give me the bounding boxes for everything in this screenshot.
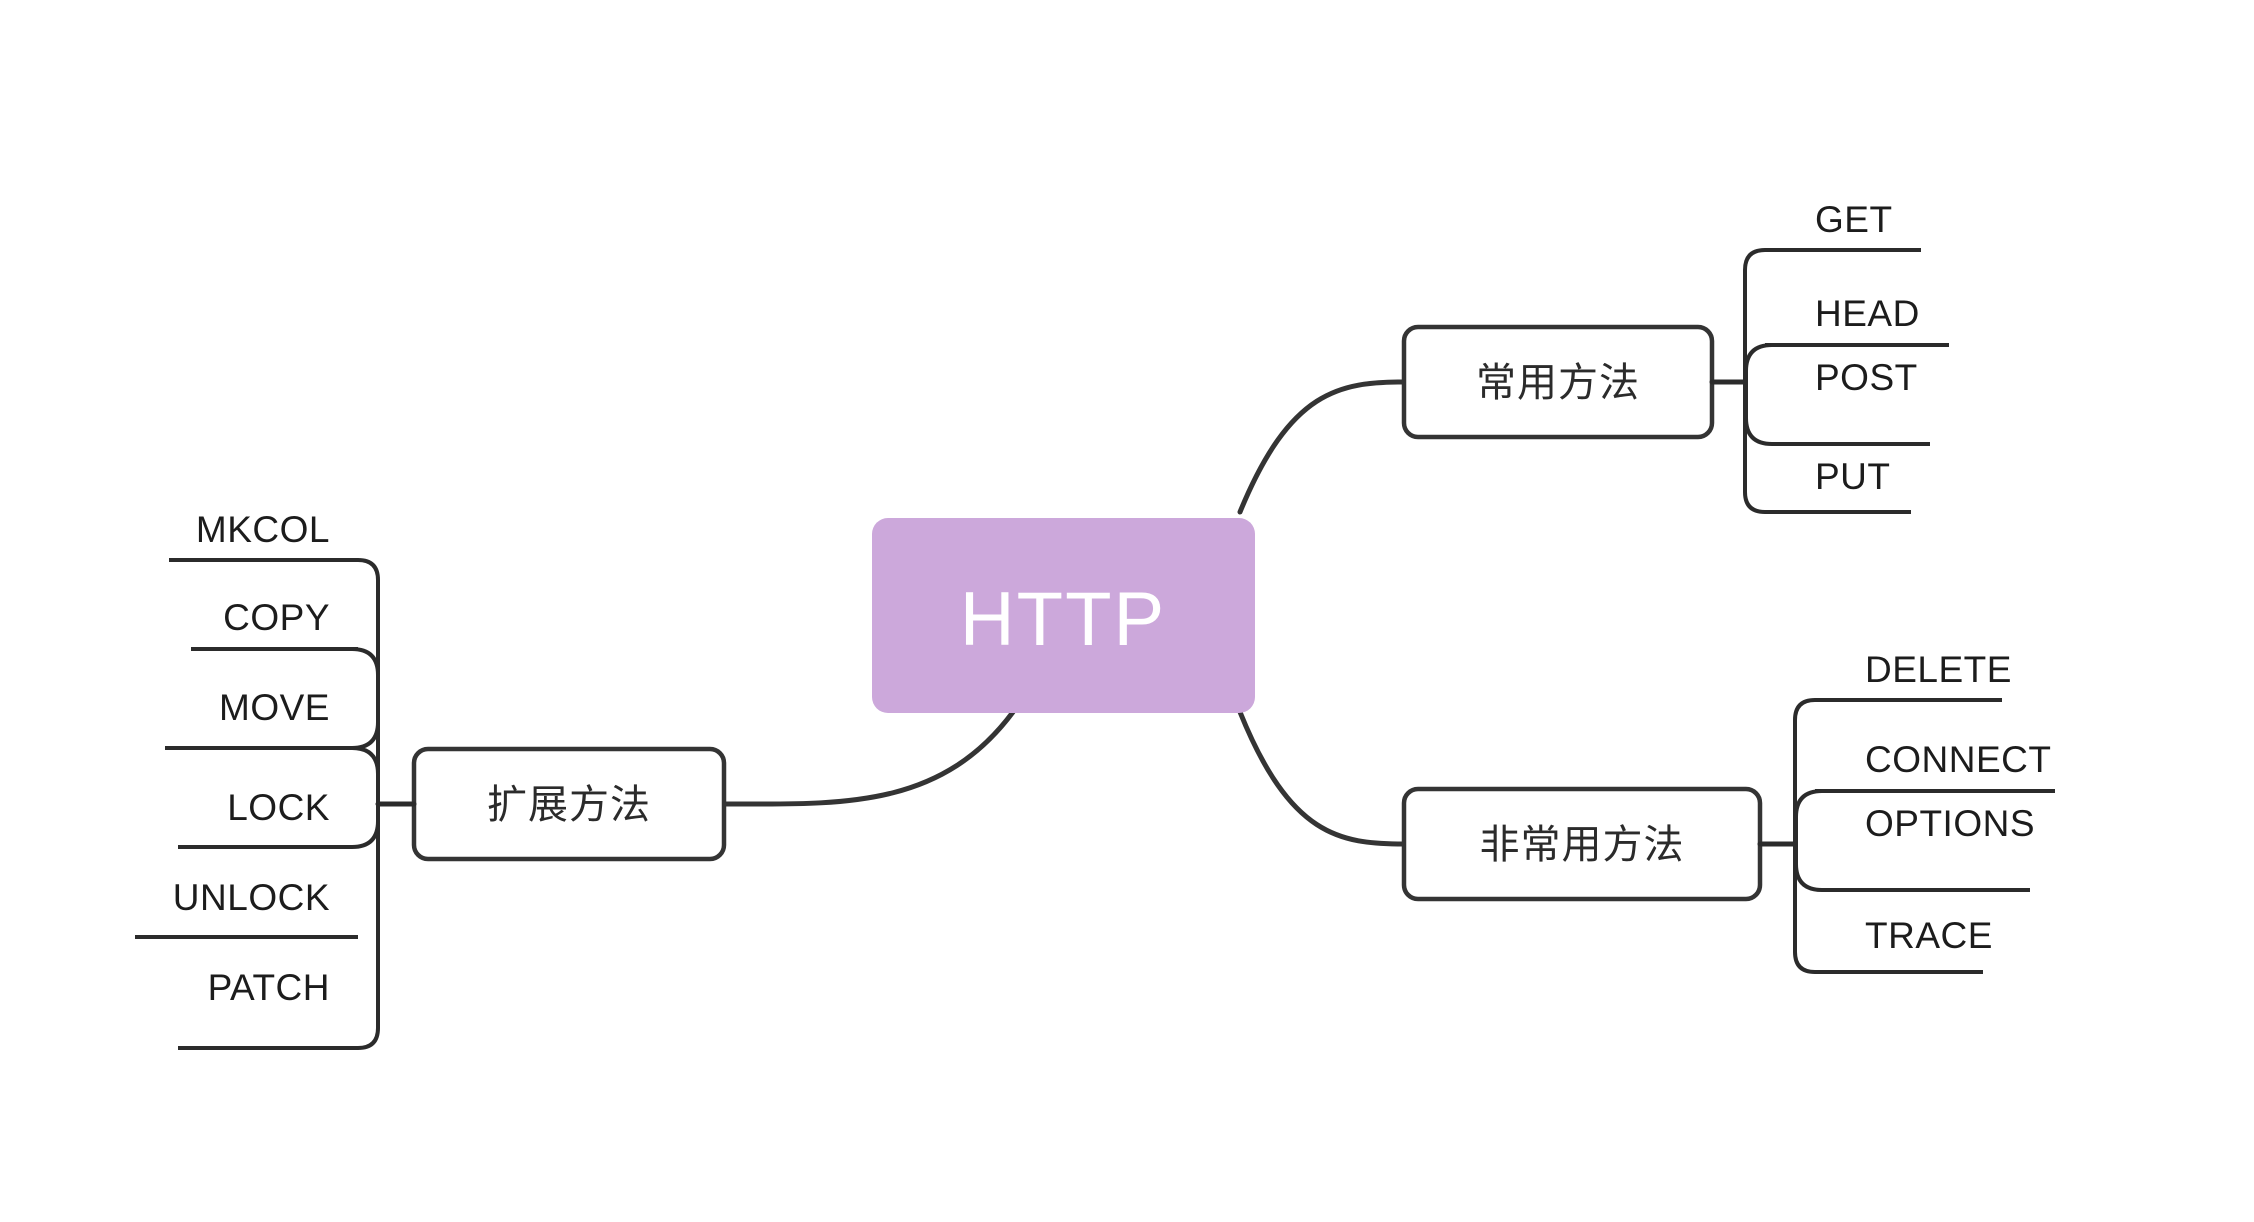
branch-common-label: 常用方法: [1476, 361, 1640, 405]
branch-common[interactable]: 常用方法: [1401, 324, 1748, 440]
leaf-post-label: POST: [1815, 357, 1918, 398]
leaf-mkcol[interactable]: MKCOL: [169, 509, 358, 562]
leaf-lock-capsule: [165, 746, 380, 849]
leaf-trace-label: TRACE: [1865, 915, 1993, 956]
connector-root-to-extension: [721, 709, 1016, 807]
branch-uncommon[interactable]: 非常用方法: [1401, 786, 1798, 902]
root-node-box: [872, 518, 1255, 713]
leaf-post[interactable]: POST: [1744, 343, 1949, 446]
branch-common-spine: [1743, 248, 1800, 514]
leaf-head-label: HEAD: [1815, 293, 1920, 334]
leaf-copy-label: COPY: [223, 597, 330, 638]
leaf-get-label: GET: [1815, 199, 1893, 240]
leaf-get[interactable]: GET: [1765, 199, 1921, 252]
leaf-post-capsule: [1744, 343, 1949, 446]
leaf-unlock[interactable]: UNLOCK: [135, 877, 358, 939]
leaf-lock-label: LOCK: [227, 787, 330, 828]
branch-uncommon-spine: [1793, 698, 1850, 974]
connector-root-to-common: [1237, 379, 1407, 515]
leaf-put-label: PUT: [1815, 456, 1891, 497]
leaf-connect[interactable]: CONNECT: [1815, 739, 2051, 793]
leaf-delete[interactable]: DELETE: [1815, 649, 2012, 702]
leaf-options-label: OPTIONS: [1865, 803, 2035, 844]
branch-extension-spine: [330, 558, 380, 1050]
leaf-move[interactable]: MOVE: [175, 647, 380, 750]
branch-uncommon-label: 非常用方法: [1480, 823, 1685, 867]
leaf-copy[interactable]: COPY: [199, 597, 358, 651]
branch-extension-label: 扩展方法: [487, 783, 651, 827]
root-node-label: HTTP: [960, 577, 1166, 662]
branch-common-leaves: GET HEAD POST PUT: [1743, 199, 1949, 514]
branch-uncommon-leaves: DELETE CONNECT OPTIONS TRACE: [1793, 649, 2055, 974]
leaf-head[interactable]: HEAD: [1765, 293, 1941, 347]
branch-extension-leaves: MKCOL COPY MOVE LOCK UNLOCK: [135, 509, 380, 1050]
leaf-put[interactable]: PUT: [1765, 456, 1911, 514]
leaf-lock[interactable]: LOCK: [165, 746, 380, 849]
leaf-connect-label: CONNECT: [1865, 739, 2051, 780]
leaf-trace[interactable]: TRACE: [1815, 915, 1993, 974]
leaf-options-capsule: [1794, 789, 2055, 892]
leaf-options[interactable]: OPTIONS: [1794, 789, 2055, 892]
leaf-mkcol-label: MKCOL: [196, 509, 330, 550]
leaf-delete-label: DELETE: [1865, 649, 2012, 690]
leaf-move-label: MOVE: [219, 687, 330, 728]
root-to-branch-connectors: [721, 379, 1407, 847]
leaf-unlock-label: UNLOCK: [173, 877, 330, 918]
connector-root-to-uncommon: [1237, 709, 1407, 847]
leaf-patch[interactable]: PATCH: [178, 967, 358, 1050]
leaf-patch-label: PATCH: [208, 967, 330, 1008]
branch-extension[interactable]: 扩展方法: [375, 746, 727, 862]
root-node[interactable]: HTTP: [872, 518, 1255, 713]
